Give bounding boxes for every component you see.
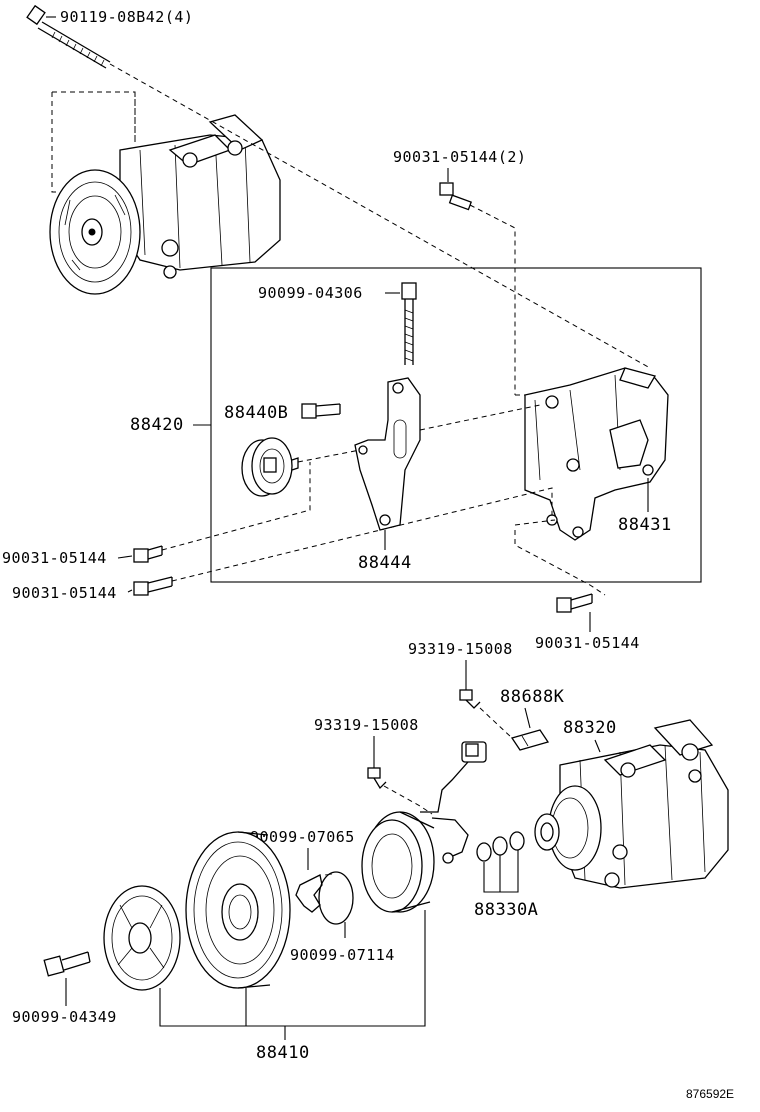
compressor-top-illustration [49,91,281,295]
clutch-hub-plate [103,885,181,991]
bolt-left-1 [133,545,163,563]
label-bolt-hub: 90099-04349 [12,1008,117,1026]
bolt-hub [43,951,91,977]
clutch-assembly-leader [159,910,426,1040]
label-assembly-bracket: 88420 [130,415,184,435]
label-bolt-left-1: 90031-05144 [2,549,107,567]
oring-set [476,831,525,862]
wire-connector [420,741,487,864]
bolt-bracket-long [401,282,417,365]
clip [510,729,550,751]
screw-1 [459,689,481,709]
label-plate: 88444 [358,553,412,573]
screw-2 [367,767,387,790]
label-bolt-left-2: 90031-05144 [12,584,117,602]
label-snap-ring-2: 90099-07114 [290,946,395,964]
bolt-upper-right [439,182,472,211]
label-screw-1: 93319-15008 [408,640,513,658]
snap-ring-2 [318,871,354,925]
label-bracket-bolt-long: 90099-04306 [258,284,363,302]
label-bolt-right: 90031-05144 [535,634,640,652]
clutch-pulley [185,831,291,989]
field-coil [361,811,435,913]
label-idler-pulley: 88440B [224,403,288,423]
label-bolt-top: 90119-08B42(4) [60,8,193,26]
snap-ring-1 [295,874,323,913]
bolt-top-long [26,4,111,69]
bolt-left-2 [133,576,173,596]
diagram-code: 876592E [686,1087,734,1101]
idler-pulley [241,437,299,497]
label-bolt-upper-right: 90031-05144(2) [393,148,526,166]
label-screw-2: 93319-15008 [314,716,419,734]
label-bracket-compressor: 88431 [618,515,672,535]
bolt-idler [301,403,341,419]
bracket-plate [354,377,421,531]
compressor-bracket [524,367,669,541]
compressor-illustration [534,719,729,889]
label-snap-ring-1: 90099-07065 [250,828,355,846]
label-oring-set: 88330A [474,900,538,920]
label-clip: 88688K [500,687,565,707]
label-compressor: 88320 [563,718,617,738]
bolt-right [556,593,593,613]
label-clutch-assembly: 88410 [256,1043,310,1063]
